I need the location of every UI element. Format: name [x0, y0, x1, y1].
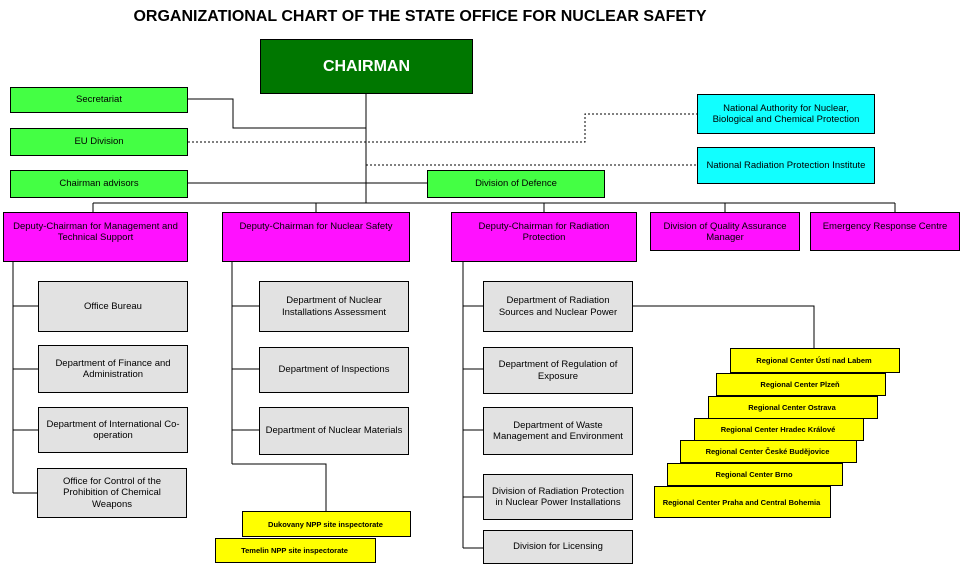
regional-center-plzen-box: Regional Center Plzeň — [716, 373, 886, 396]
page-title: ORGANIZATIONAL CHART OF THE STATE OFFICE… — [133, 8, 707, 25]
waste-management-box: Department of Waste Management and Envir… — [483, 407, 633, 455]
regional-center-praha-box: Regional Center Praha and Central Bohemi… — [654, 486, 831, 518]
nbc-authority-box: National Authority for Nuclear, Biologic… — [697, 94, 875, 134]
chairman-advisors-box: Chairman advisors — [10, 170, 188, 198]
eu-division-box: EU Division — [10, 128, 188, 156]
radiation-sources-box: Department of Radiation Sources and Nucl… — [483, 281, 633, 332]
dukovany-inspectorate-box: Dukovany NPP site inspectorate — [242, 511, 411, 537]
deputy-management-box: Deputy-Chairman for Management and Techn… — [3, 212, 188, 262]
international-cooperation-box: Department of International Co-operation — [38, 407, 188, 453]
secretariat-box: Secretariat — [10, 87, 188, 113]
regional-center-brno-box: Regional Center Brno — [667, 463, 843, 486]
regional-center-usti-box: Regional Center Ústí nad Labem — [730, 348, 900, 373]
radiation-protection-npp-box: Division of Radiation Protection in Nucl… — [483, 474, 633, 520]
finance-administration-box: Department of Finance and Administration — [38, 345, 188, 393]
nuclear-materials-box: Department of Nuclear Materials — [259, 407, 409, 455]
emergency-centre-box: Emergency Response Centre — [810, 212, 960, 251]
regional-center-hradec-box: Regional Center Hradec Králové — [694, 418, 864, 441]
temelin-inspectorate-box: Temelin NPP site inspectorate — [215, 538, 376, 563]
office-bureau-box: Office Bureau — [38, 281, 188, 332]
radiation-institute-box: National Radiation Protection Institute — [697, 147, 875, 184]
defence-division-box: Division of Defence — [427, 170, 605, 198]
quality-division-box: Division of Quality Assurance Manager — [650, 212, 800, 251]
regional-center-budejovice-box: Regional Center České Budějovice — [680, 440, 857, 463]
chemical-weapons-office-box: Office for Control of the Prohibition of… — [37, 468, 187, 518]
deputy-radiation-box: Deputy-Chairman for Radiation Protection — [451, 212, 637, 262]
chairman-box: CHAIRMAN — [260, 39, 473, 94]
nuclear-assessment-box: Department of Nuclear Installations Asse… — [259, 281, 409, 332]
regulation-exposure-box: Department of Regulation of Exposure — [483, 347, 633, 394]
licensing-division-box: Division for Licensing — [483, 530, 633, 564]
inspections-box: Department of Inspections — [259, 347, 409, 393]
regional-center-ostrava-box: Regional Center Ostrava — [708, 396, 878, 419]
deputy-nuclear-box: Deputy-Chairman for Nuclear Safety — [222, 212, 410, 262]
